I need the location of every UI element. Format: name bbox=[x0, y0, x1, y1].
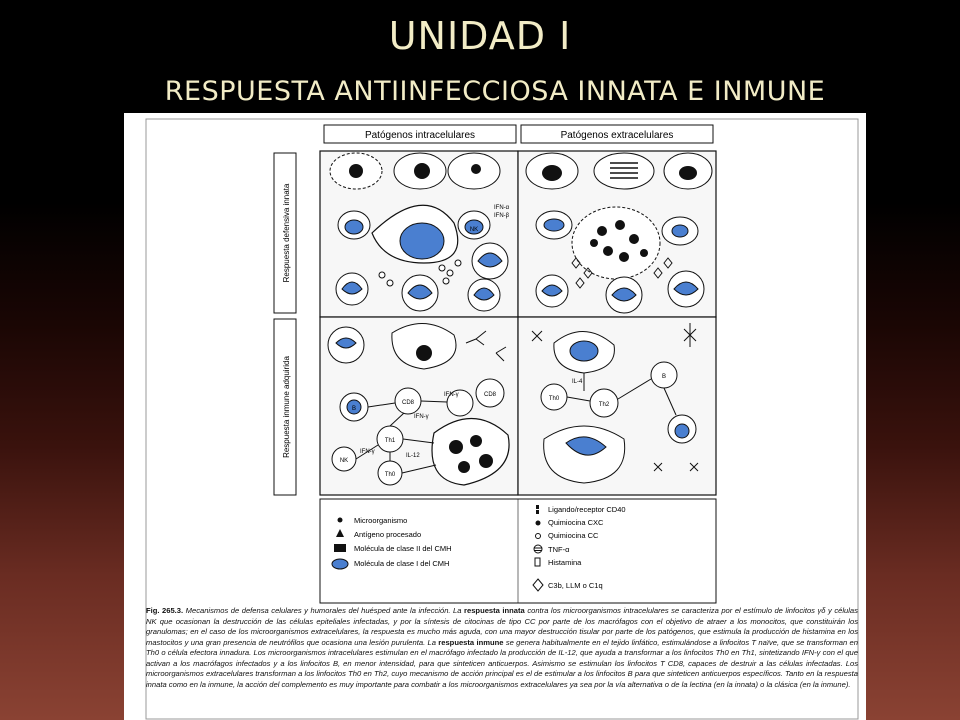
caption-bold-2: respuesta inmune bbox=[438, 638, 503, 647]
legend-antigen: Antígeno procesado bbox=[354, 530, 421, 539]
cell-nucleus bbox=[471, 164, 481, 174]
label-ifn-beta: IFN-β bbox=[494, 213, 510, 219]
legend-cc: Quimiocina CC bbox=[548, 531, 599, 540]
class-ii-legend-icon bbox=[334, 544, 346, 552]
label-nk-adaptive: NK bbox=[340, 458, 348, 464]
caption-bold-1: respuesta innata bbox=[464, 606, 525, 615]
label-th2: Th2 bbox=[599, 402, 610, 408]
microorganism-legend-icon bbox=[338, 518, 343, 523]
label-ifn-gamma-b: IFN-γ bbox=[444, 392, 459, 398]
label-th1: Th1 bbox=[385, 438, 396, 444]
cxc-legend-icon bbox=[536, 521, 541, 526]
label-il4: IL-4 bbox=[572, 379, 583, 385]
legend-tnf: TNF-α bbox=[548, 545, 570, 554]
histamine-legend-icon bbox=[535, 558, 540, 566]
cell-nucleus bbox=[414, 163, 430, 179]
header-intracellular: Patógenos intracelulares bbox=[365, 130, 475, 141]
legend-class-i: Molécula de clase I del CMH bbox=[354, 559, 449, 568]
figure-panel: Patógenos intracelulares Patógenos extra… bbox=[124, 113, 866, 720]
lymphocyte-nucleus bbox=[345, 220, 363, 234]
legend-microorganism: Microorganismo bbox=[354, 516, 407, 525]
cell-nucleus bbox=[542, 165, 562, 181]
label-th0: Th0 bbox=[385, 472, 396, 478]
cc-legend-icon bbox=[536, 534, 541, 539]
label-il12: IL-12 bbox=[406, 453, 420, 459]
label-cd8-b: CD8 bbox=[484, 392, 497, 398]
damaged-tissue-cell bbox=[572, 207, 660, 279]
label-ifn-gamma-a: IFN-γ bbox=[414, 414, 429, 420]
tnf-legend-icon bbox=[534, 545, 542, 553]
innate-intra-cells bbox=[330, 153, 508, 311]
label-b-extra: B bbox=[662, 374, 666, 380]
legend-cd40: Ligando/receptor CD40 bbox=[548, 505, 626, 514]
label-nk: NK bbox=[470, 227, 478, 233]
row-label-innate: Respuesta defensiva innata bbox=[282, 183, 291, 282]
macrophage-nucleus bbox=[400, 223, 444, 259]
mast-cell bbox=[594, 153, 654, 189]
label-ifn-alpha: IFN-α bbox=[494, 205, 510, 211]
legend-histamine: Histamina bbox=[548, 558, 582, 567]
label-b: B bbox=[352, 406, 356, 412]
legend-cxc: Quimiocina CXC bbox=[548, 518, 604, 527]
label-th0-extra: Th0 bbox=[549, 396, 560, 402]
header-extracellular: Patógenos extracelulares bbox=[561, 130, 674, 141]
legend-class-ii: Molécula de clase II del CMH bbox=[354, 544, 452, 553]
slide-title: UNIDAD I bbox=[0, 14, 960, 58]
label-ifn-gamma-c: IFN-γ bbox=[360, 449, 375, 455]
row-label-adaptive: Respuesta inmune adquirida bbox=[282, 356, 291, 458]
caption-text-1: Mecanismos de defensa celulares y humora… bbox=[186, 606, 462, 615]
legend-complement: C3b, LLM o C1q bbox=[548, 581, 603, 590]
label-cd8-a: CD8 bbox=[402, 400, 415, 406]
class-i-legend-icon bbox=[332, 559, 348, 569]
cell-nucleus bbox=[349, 164, 363, 178]
caption-label: Fig. 265.3. bbox=[146, 606, 183, 615]
slide-subtitle: RESPUESTA ANTIINFECCIOSA INNATA E INMUNE bbox=[0, 76, 960, 107]
cell-nucleus bbox=[679, 166, 697, 180]
figure-caption: Fig. 265.3. Mecanismos de defensa celula… bbox=[146, 606, 858, 690]
innate-extra-cells bbox=[526, 153, 712, 313]
